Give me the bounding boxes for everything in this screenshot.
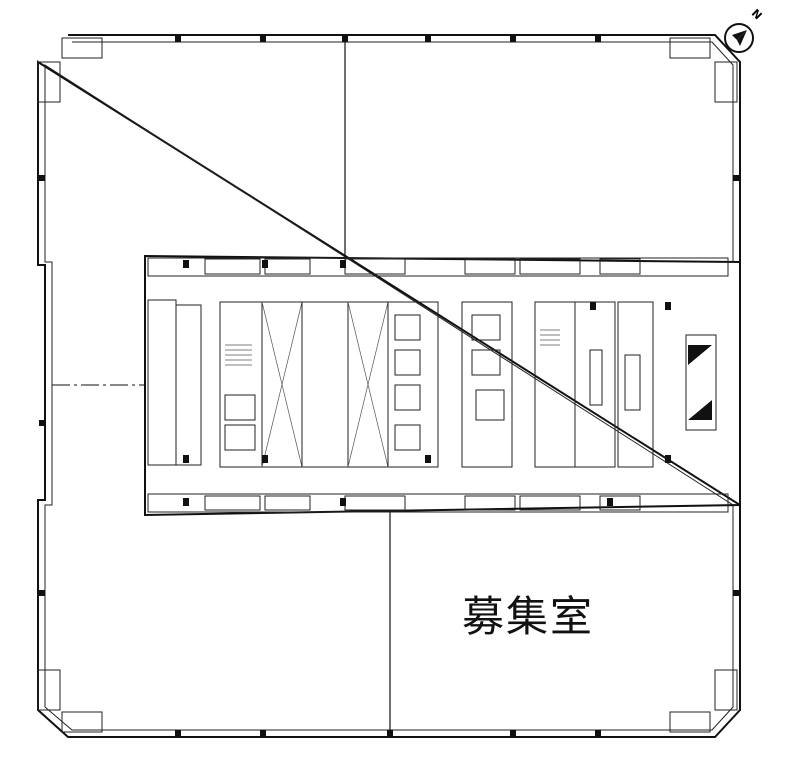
north-arrow-icon bbox=[724, 23, 754, 53]
window-mullions bbox=[39, 36, 739, 736]
vacancy-label: 募集室 bbox=[462, 592, 595, 641]
outer-wall bbox=[37, 34, 741, 738]
building-core bbox=[144, 254, 741, 517]
